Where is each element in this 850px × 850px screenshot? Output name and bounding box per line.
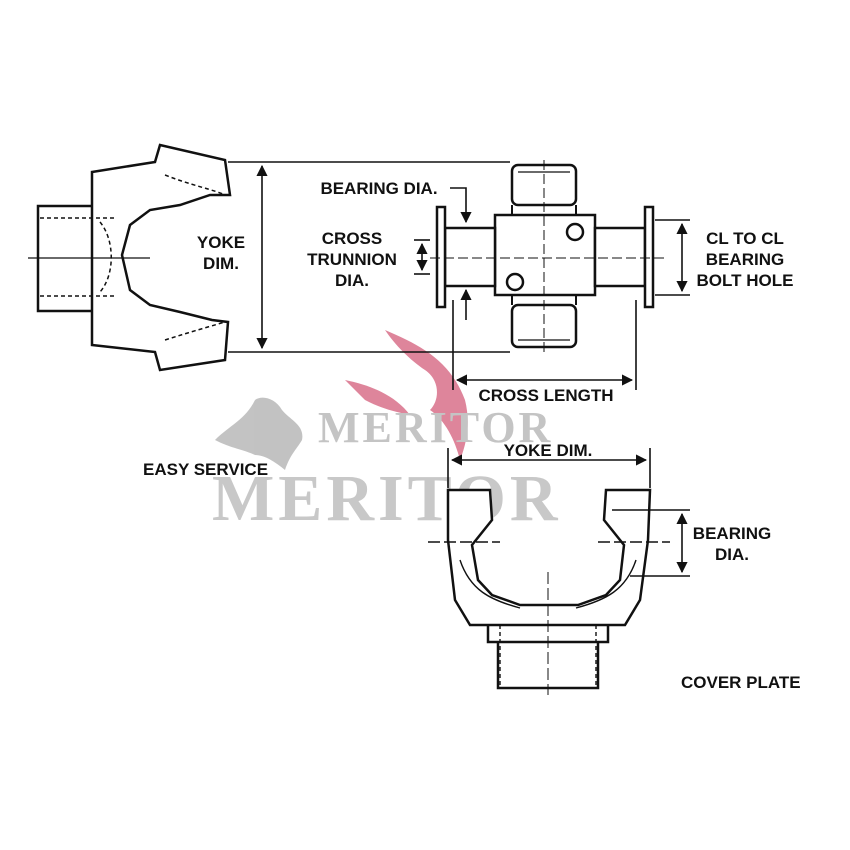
cl-to-cl-line3: BOLT HOLE: [696, 271, 794, 290]
yoke-dim-bottom-text: YOKE DIM.: [503, 441, 593, 460]
bearing-dia-top-dimension: [450, 187, 472, 320]
cross-trunnion-line2: TRUNNION: [307, 250, 397, 269]
cover-plate-label: COVER PLATE: [681, 672, 801, 693]
cl-to-cl-dimension: [655, 219, 690, 296]
yoke-dim-bottom-label: YOKE DIM.: [478, 440, 618, 461]
cross-drawing: [430, 160, 665, 352]
cross-trunnion-label: CROSS TRUNNION DIA.: [295, 228, 409, 291]
bearing-dia-right-line2: DIA.: [715, 545, 749, 564]
griffin-logo-icon: [215, 330, 468, 470]
watermark-group: MERITOR MERITOR: [212, 403, 562, 535]
cross-length-text: CROSS LENGTH: [478, 386, 614, 405]
cl-to-cl-label: CL TO CL BEARING BOLT HOLE: [690, 228, 800, 291]
watermark-small: MERITOR: [318, 403, 553, 452]
easy-service-label: EASY SERVICE: [143, 459, 268, 480]
cl-to-cl-line2: BEARING: [705, 250, 785, 269]
yoke-dim-left-dimension: [228, 161, 510, 353]
cross-length-dimension: [452, 300, 637, 390]
bearing-dia-top-text: BEARING DIA.: [320, 179, 438, 198]
bearing-dia-right-dimension: [612, 509, 690, 577]
easy-service-yoke-drawing: [28, 143, 232, 372]
cover-plate-text: COVER PLATE: [681, 673, 801, 692]
yoke-dim-bottom-dimension: [447, 448, 651, 488]
watermark-large: MERITOR: [212, 462, 562, 535]
cross-trunnion-line3: DIA.: [335, 271, 369, 290]
easy-service-text: EASY SERVICE: [143, 460, 269, 479]
yoke-dim-left-label: YOKE DIM.: [186, 232, 256, 274]
yoke-dim-left-line2: DIM.: [203, 254, 239, 273]
cross-trunnion-dimension: [414, 239, 430, 275]
bearing-dia-top-label: BEARING DIA.: [308, 178, 450, 199]
cross-trunnion-line1: CROSS: [321, 229, 383, 248]
cl-to-cl-line1: CL TO CL: [706, 229, 784, 248]
yoke-dim-left-line1: YOKE: [196, 233, 246, 252]
cross-length-label: CROSS LENGTH: [462, 385, 630, 406]
cover-plate-yoke-drawing: [428, 488, 670, 695]
bearing-dia-right-line1: BEARING: [692, 524, 772, 543]
bearing-dia-right-label: BEARING DIA.: [686, 523, 778, 565]
